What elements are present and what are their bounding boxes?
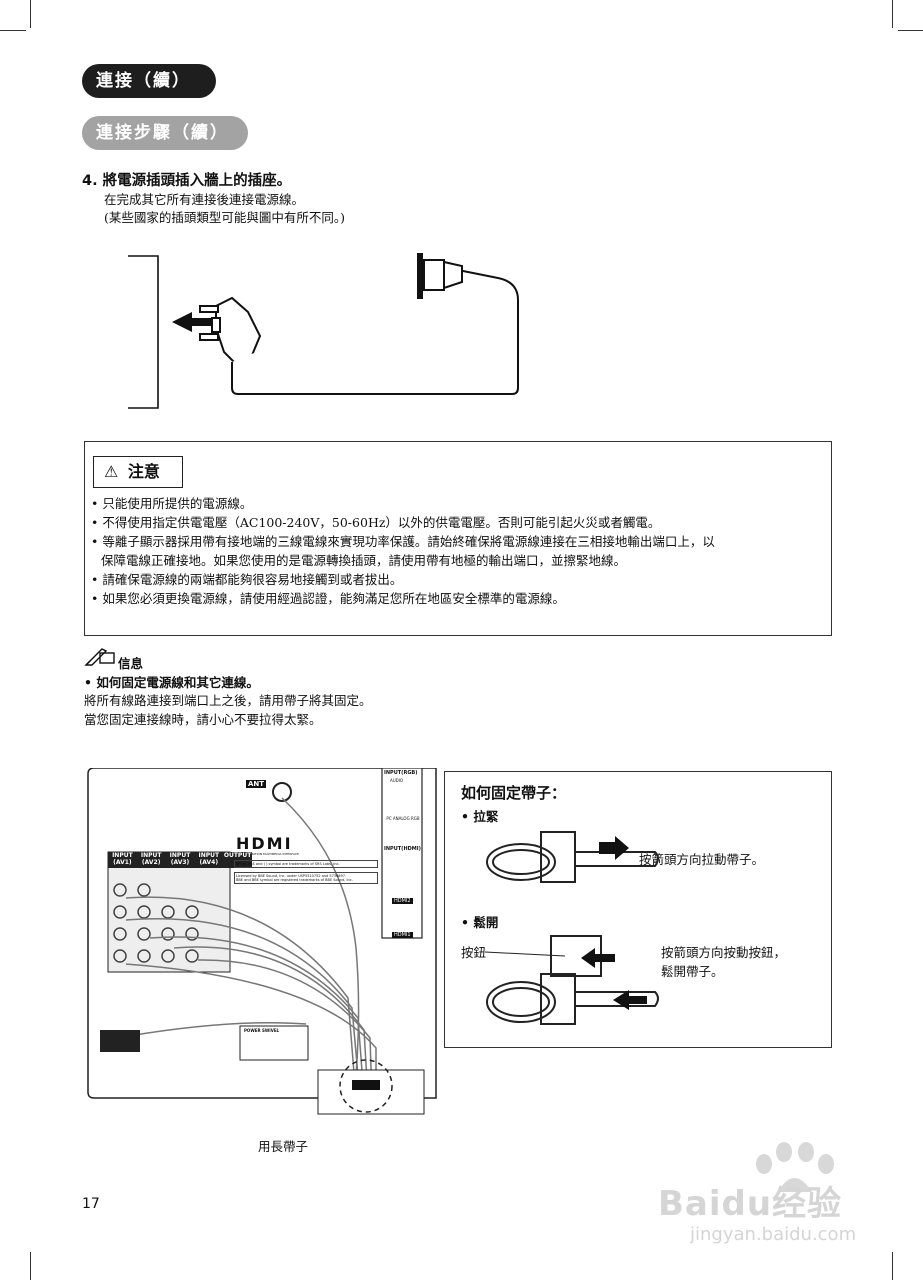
input-labels: INPUT (AV1) INPUT (AV2) INPUT (AV3) INPU… xyxy=(108,852,252,868)
step-heading: 4. 將電源插頭插入牆上的插座。 xyxy=(82,169,291,190)
caution-item: 保障電線正確接地。如果您使用的是電源轉換插頭，請使用帶有地極的輸出端口，並擦緊地… xyxy=(101,553,627,568)
crop-mark xyxy=(30,1252,31,1280)
step-title: 將電源插頭插入牆上的插座。 xyxy=(102,173,292,189)
info-heading: • 如何固定電源線和其它連線。 xyxy=(84,675,259,690)
button-label: 按鈕 xyxy=(461,945,487,960)
output-label: OUTPUT xyxy=(223,852,252,859)
step-number: 4. xyxy=(82,173,98,189)
crop-mark xyxy=(30,0,31,28)
hdmi-subtitle: HIGH-DEFINITION MULTIMEDIA INTERFACE xyxy=(236,852,299,856)
pc-analog-label: PC ANALOG RGB xyxy=(386,816,420,821)
input-av3-label: INPUT (AV3) xyxy=(169,852,191,866)
crop-mark xyxy=(898,30,923,31)
ant-label: ANT xyxy=(246,780,267,788)
page-number: 17 xyxy=(82,1196,100,1212)
band-loosen-drawing xyxy=(485,935,659,1025)
caution-item: • 請確保電源線的兩端都能夠很容易地接觸到或者拔出。 xyxy=(91,572,403,587)
band-caption: 用長帶子 xyxy=(258,1139,309,1154)
power-plug-diagram xyxy=(128,253,519,409)
info-line: 當您固定連接線時，請小心不要拉得太緊。 xyxy=(84,712,322,727)
bbe-note-line: BBE and BBE symbol are registered tradem… xyxy=(236,878,353,882)
loosen-text: 鬆開帶子。 xyxy=(661,964,724,979)
bbe-note: Licensed by BBE Sound, Inc. under USP551… xyxy=(234,872,378,884)
audio-label: AUDIO xyxy=(390,778,404,783)
power-swivel-label: POWER SWIVEL xyxy=(244,1028,280,1033)
band-tighten-drawing xyxy=(486,831,659,883)
step-line: 在完成其它所有連接後連接電源線。 xyxy=(104,192,305,207)
watermark-logo: Baidu经验 xyxy=(658,1184,843,1224)
crop-mark xyxy=(0,30,26,31)
band-figure-title: 如何固定帶子： xyxy=(461,784,567,802)
caution-item: • 如果您必須更換電源線，請使用經過認證，能夠滿足您所在地區安全標準的電源線。 xyxy=(91,591,565,606)
input-av4-label: INPUT (AV4) xyxy=(198,852,220,866)
info-line: 將所有線路連接到端口上之後，請用帶子將其固定。 xyxy=(84,693,372,708)
subsection-title: 連接步驟（續） xyxy=(82,116,248,150)
caution-list: • 只能使用所提供的電源線。 • 不得使用指定供電電壓（AC100-240V，5… xyxy=(91,494,821,608)
baidu-watermark: Baidu经验 jingyan.baidu.com xyxy=(650,1140,890,1260)
tighten-text: 按箭頭方向拉動帶子。 xyxy=(639,852,765,867)
caution-item: • 不得使用指定供電電壓（AC100-240V，50-60Hz）以外的供電電壓。… xyxy=(91,515,661,530)
hdmi2-label: HDMI2 xyxy=(392,898,413,904)
caution-box: ⚠ 注意 • 只能使用所提供的電源線。 • 不得使用指定供電電壓（AC100-2… xyxy=(84,441,832,636)
caution-item: • 等離子顯示器採用帶有接地端的三線電線來實現功率保護。請始終確保將電源線連接在… xyxy=(91,534,715,549)
bbe-note-line: Licensed by BBE Sound, Inc. under USP551… xyxy=(236,874,347,878)
loosen-text: 按箭頭方向按動按鈕， xyxy=(661,945,787,960)
tighten-label: • 拉緊 xyxy=(461,809,499,824)
caution-item: • 只能使用所提供的電源線。 xyxy=(91,496,253,511)
info-label: 信息 xyxy=(118,656,144,671)
hdmi-logo: HDMI xyxy=(236,834,293,853)
input-av2-label: INPUT (AV2) xyxy=(140,852,162,866)
input-hdmi-label: INPUT(HDMI) xyxy=(384,846,421,852)
crop-mark xyxy=(892,0,893,28)
srs-note: WOW, SRS and ( ) symbol are trademarks o… xyxy=(234,860,378,868)
crop-mark xyxy=(892,1252,893,1280)
watermark-url: jingyan.baidu.com xyxy=(690,1224,857,1245)
hdmi1-label: HDMI1 xyxy=(392,932,413,938)
section-title: 連接（續） xyxy=(82,64,216,98)
caution-title: 注意 xyxy=(127,462,160,481)
caution-title-frame: ⚠ 注意 xyxy=(93,456,183,488)
input-av1-label: INPUT (AV1) xyxy=(112,852,133,866)
loosen-label: • 鬆開 xyxy=(461,915,499,930)
wall-plug xyxy=(199,269,519,395)
rear-panel-illustration: ANT HDMI HIGH-DEFINITION MULTIMEDIA INTE… xyxy=(86,768,438,1128)
input-rgb-label: INPUT(RGB) xyxy=(384,770,418,776)
warning-triangle-icon: ⚠ xyxy=(104,462,119,481)
band-figure-box: 如何固定帶子： • 拉緊 按箭頭方向拉動帶子。 • 鬆開 按鈕 按箭頭方向按動按… xyxy=(444,771,832,1048)
pen-memo-icon xyxy=(84,648,115,666)
step-line: (某些國家的插頭類型可能與圖中有所不同。) xyxy=(104,210,346,225)
socket-plug xyxy=(417,253,463,299)
